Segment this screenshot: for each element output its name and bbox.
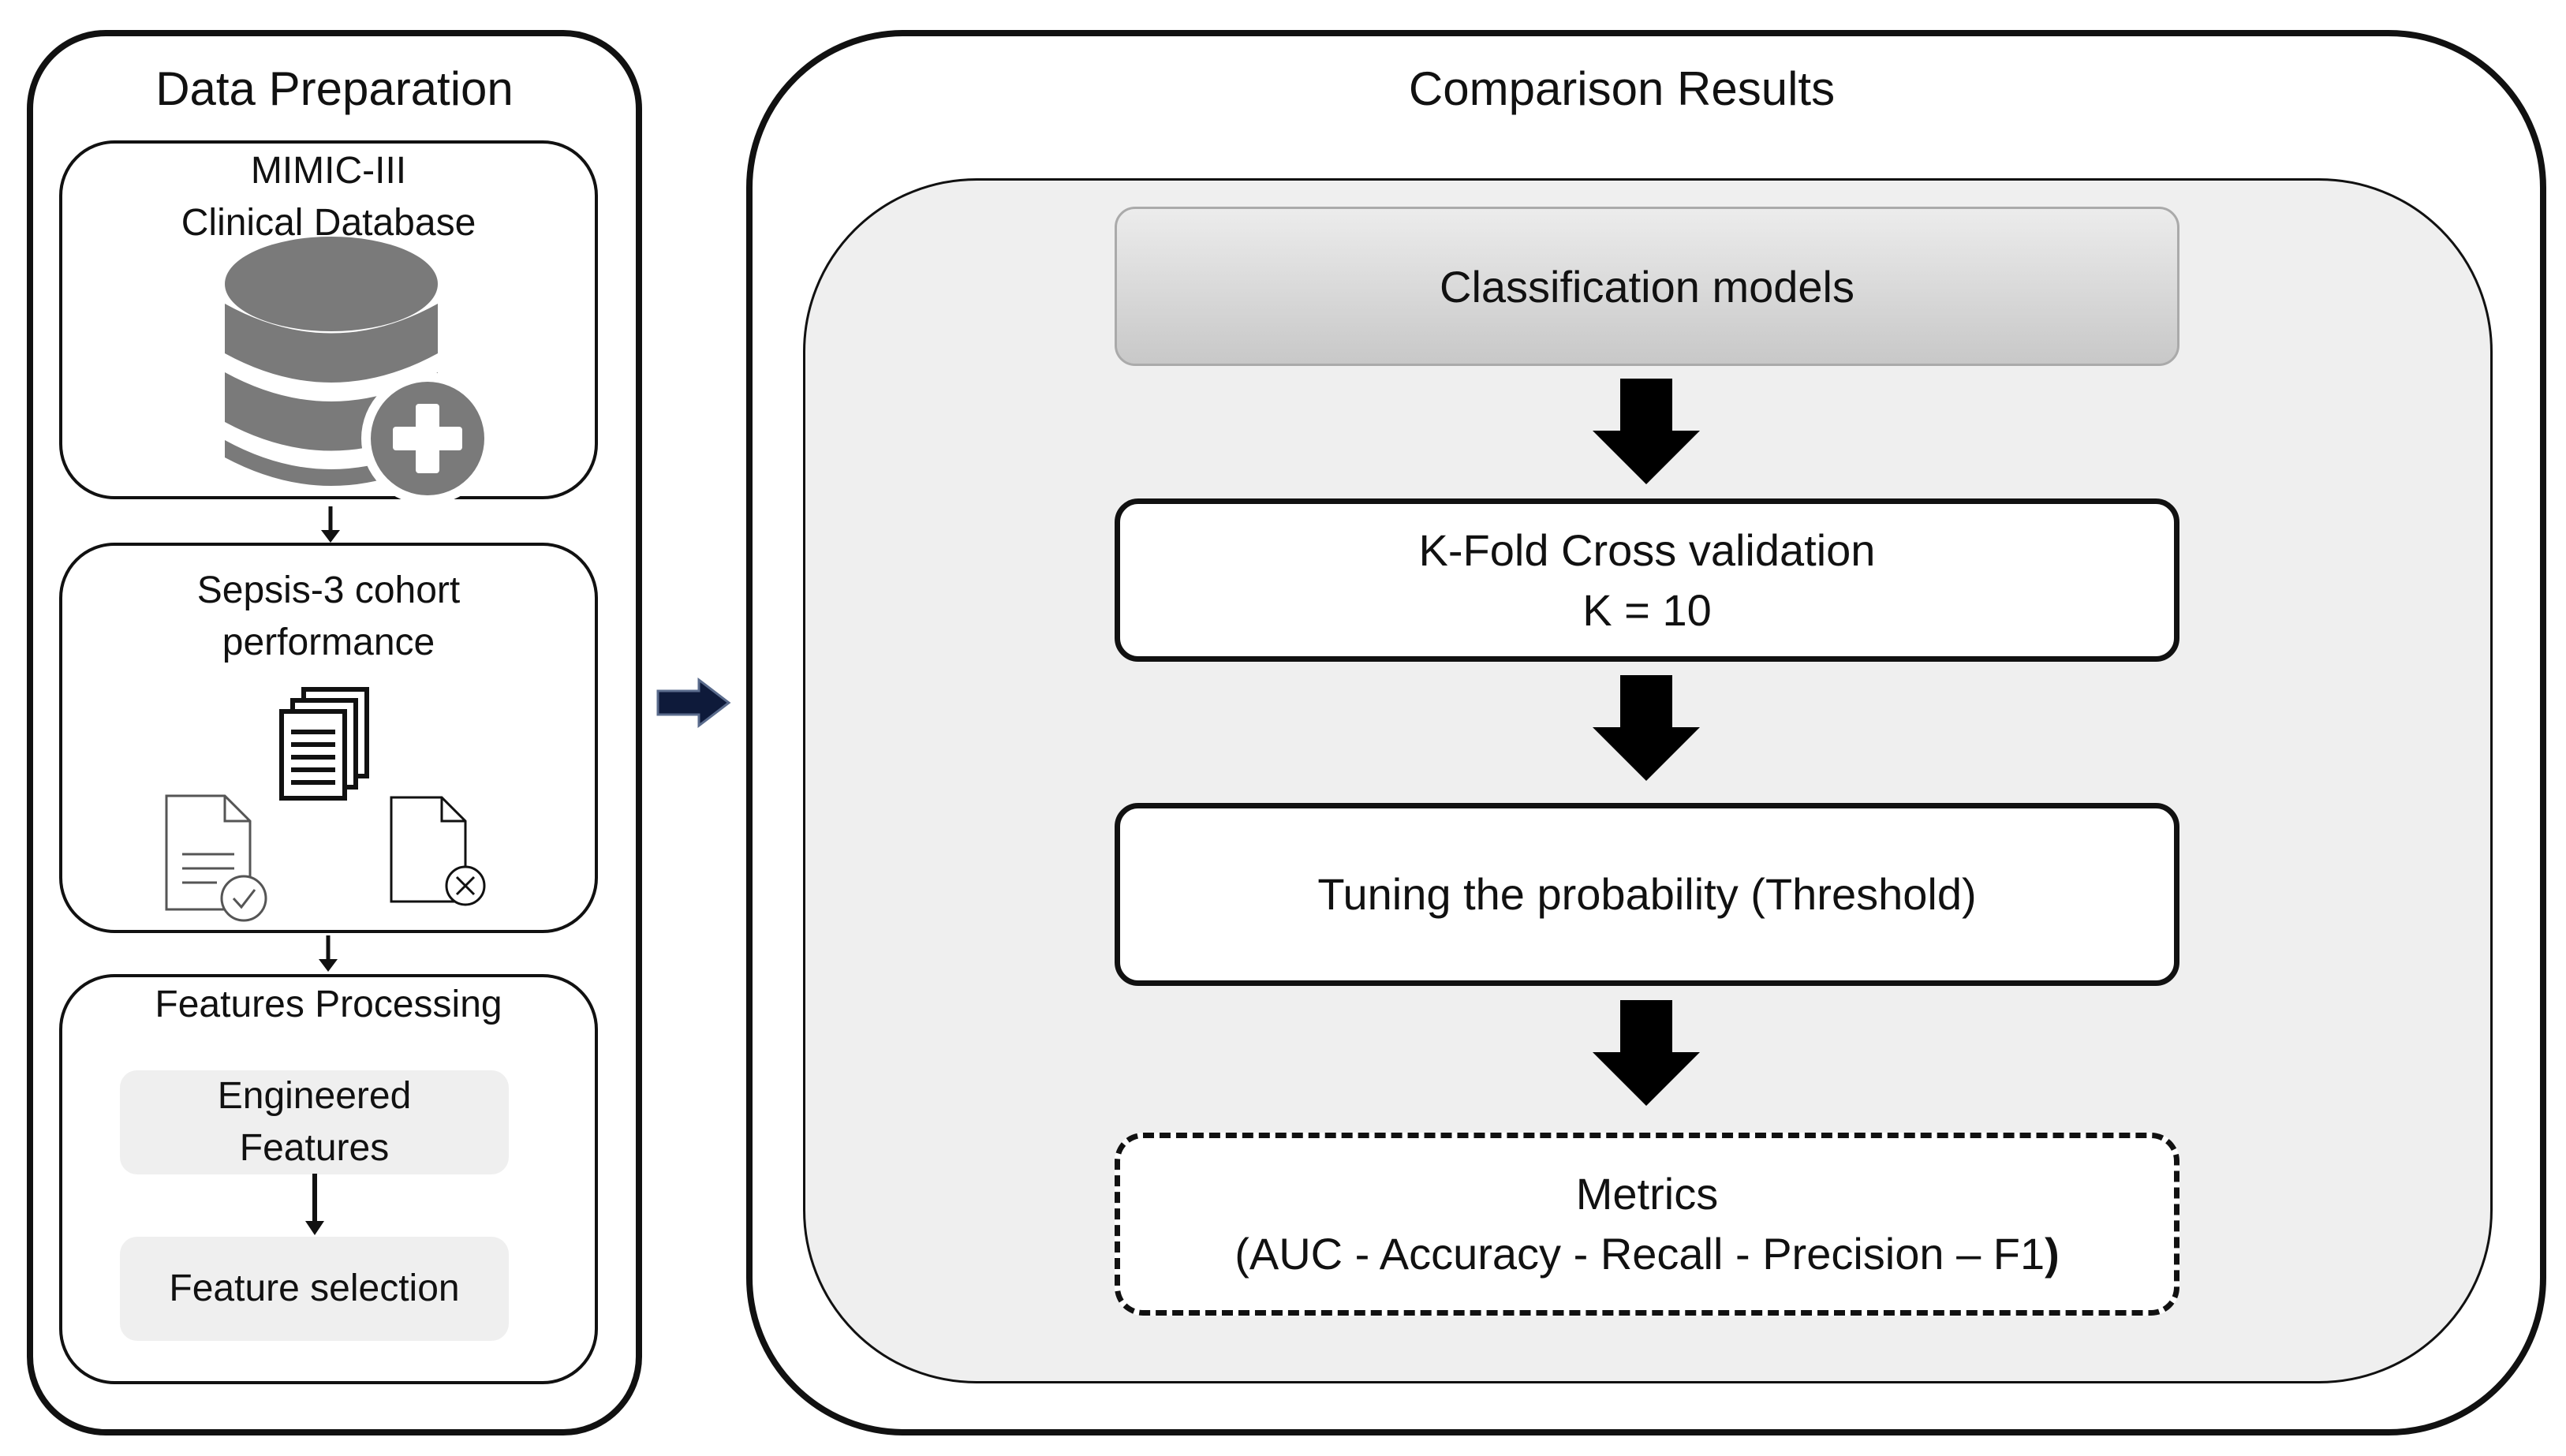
metrics-list-text: (AUC - Accuracy - Recall - Precision – F…: [1234, 1229, 2045, 1279]
down-arrow-large-3: [1593, 1000, 1700, 1106]
data-preparation-title: Data Preparation: [155, 62, 514, 115]
metrics-box: Metrics (AUC - Accuracy - Recall - Preci…: [1115, 1133, 2179, 1316]
threshold-tuning-box: Tuning the probability (Threshold): [1115, 803, 2179, 986]
metrics-list-close-paren: ): [2045, 1229, 2060, 1279]
down-arrow-small-3: [305, 1174, 324, 1235]
down-arrow-small-2: [319, 935, 338, 972]
kfold-cross-validation-box: K-Fold Cross validation K = 10: [1115, 498, 2179, 662]
engineered-features-line2: Features: [239, 1127, 390, 1169]
feature-selection-box: Feature selection: [120, 1237, 509, 1341]
classification-models-box: Classification models: [1115, 207, 2179, 366]
down-arrow-large-1: [1593, 379, 1700, 484]
engineered-features-box: Engineered Features: [120, 1070, 509, 1174]
right-arrow-connector: [656, 677, 731, 729]
cohort-title-line2: performance: [222, 622, 435, 663]
kfold-k-value: K = 10: [1582, 584, 1712, 635]
metrics-title: Metrics: [1575, 1169, 1719, 1219]
database-title-line1: MIMIC-III: [250, 150, 407, 192]
document-cross-icon: [390, 796, 486, 906]
documents-stack-icon: [279, 687, 369, 801]
comparison-results-title: Comparison Results: [1408, 62, 1836, 115]
kfold-title: K-Fold Cross validation: [1418, 525, 1876, 575]
database-plus-icon: [225, 237, 494, 505]
engineered-features-line1: Engineered: [217, 1075, 412, 1117]
metrics-list: (AUC - Accuracy - Recall - Precision – F…: [1234, 1224, 2060, 1284]
cohort-card: Sepsis-3 cohort performance: [59, 543, 598, 933]
down-arrow-large-2: [1593, 675, 1700, 781]
down-arrow-small-1: [321, 506, 340, 543]
features-processing-title: Features Processing: [155, 984, 502, 1025]
document-check-icon: [165, 794, 267, 922]
cohort-title-line1: Sepsis-3 cohort: [196, 569, 461, 611]
